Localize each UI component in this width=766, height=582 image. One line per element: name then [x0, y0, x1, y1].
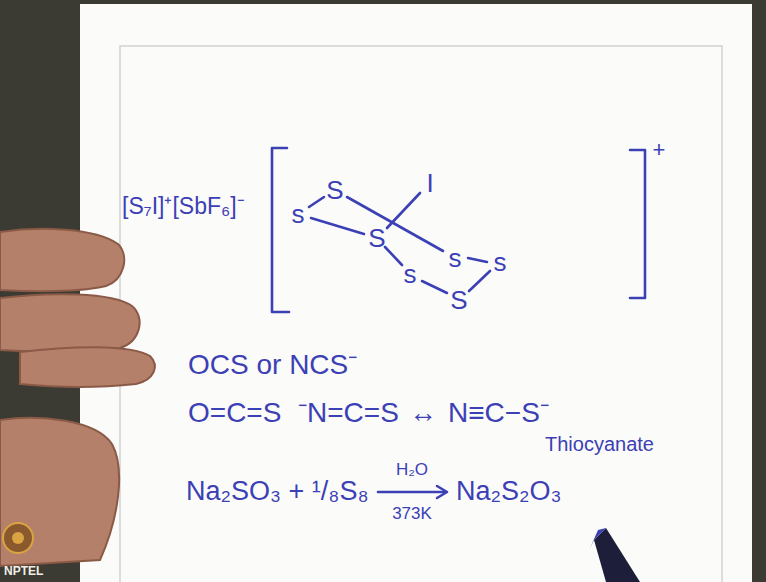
arrow-head [437, 486, 447, 498]
charge-sign: + [653, 138, 666, 162]
atom-label: s [449, 244, 462, 273]
atom-label: s [404, 260, 417, 289]
resonance-form: ⁻N=C=S [298, 398, 399, 429]
condition-label: 373K [392, 505, 432, 524]
left-bracket [272, 148, 289, 312]
bond [387, 193, 420, 228]
marker-pen [590, 528, 640, 582]
bond [468, 258, 487, 262]
watermark: NPTEL [4, 565, 43, 578]
resonance-arrow: ↔ [409, 398, 437, 429]
reactants: Na₂SO₃ + ¹/₈S₈ [186, 477, 369, 507]
bond [469, 271, 490, 291]
atom-label: s [494, 248, 507, 277]
formula: [S₇I]⁺[SbF₆]⁻ [122, 194, 245, 219]
atom-label: S [450, 286, 467, 315]
nptel-logo [3, 523, 33, 553]
bond [347, 197, 443, 251]
bond [311, 218, 364, 234]
paper-frame [120, 46, 722, 582]
atom-label: I [426, 169, 433, 198]
presenter-hand [0, 229, 155, 566]
bond [422, 281, 447, 293]
resonance-form: N≡C−S⁻ [448, 398, 549, 429]
atom-label: S [326, 176, 343, 205]
reaction-arrow [378, 491, 446, 494]
atom-label: S [368, 224, 385, 253]
bond [309, 197, 324, 207]
bond [385, 247, 402, 265]
formula: O=C=S [188, 398, 281, 429]
product: Na₂S₂O₃ [456, 477, 561, 507]
name-label: Thiocyanate [545, 433, 654, 455]
right-bracket [630, 150, 645, 298]
paper-sheet [80, 4, 752, 582]
atom-label: s [292, 200, 305, 229]
condition-label: H₂O [396, 461, 428, 480]
formula: OCS or NCS⁻ [188, 350, 357, 381]
